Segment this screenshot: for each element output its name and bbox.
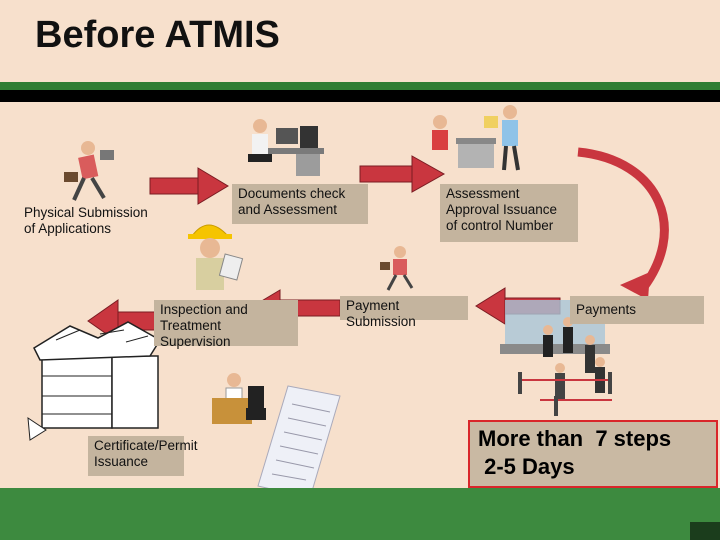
step-assessment-approval: Assessment Approval Issuance of control …: [440, 184, 578, 242]
step-payments: Payments: [570, 296, 704, 324]
footer-corner-mark: [690, 522, 720, 540]
step-inspection: Inspection and Treatment Supervision: [154, 300, 298, 349]
step-certificate-issuance: Certificate/Permit Issuance: [88, 436, 198, 476]
running-person-illustration: [64, 141, 114, 201]
summary-days: 2-5 Days: [478, 454, 575, 479]
small-running-person-illustration: [380, 246, 414, 291]
paper-pile-desk-illustration: [27, 321, 162, 441]
approval-desk-illustration: [432, 105, 520, 171]
step-physical-submission: Physical Submission of Applications: [24, 205, 148, 236]
clerk-desk-illustration: [212, 373, 266, 424]
payment-queue-illustration: [500, 300, 612, 416]
permit-document-illustration: [257, 385, 341, 499]
summary-box: More than 7 steps 2-5 Days: [468, 420, 718, 488]
inspector-illustration: [188, 224, 244, 290]
black-divider: [0, 90, 720, 102]
step-documents-check: Documents check and Assessment: [232, 184, 368, 224]
summary-steps: More than 7 steps: [478, 426, 672, 451]
arrow-right-2: [359, 155, 446, 193]
arrow-right-1: [149, 167, 229, 205]
step-payment-submission: Payment Submission: [340, 296, 468, 329]
arrow-curved: [577, 147, 669, 300]
footer-bar: [0, 488, 720, 540]
page-title: Before ATMIS: [35, 14, 280, 56]
office-desk-illustration: [248, 119, 324, 176]
green-divider: [0, 82, 720, 90]
